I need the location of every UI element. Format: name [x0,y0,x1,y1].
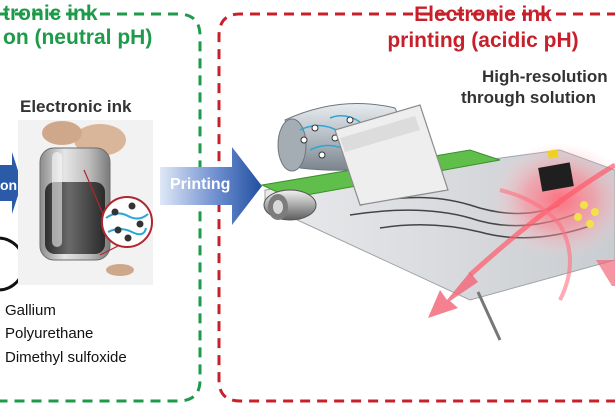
printing-arrow [160,147,262,225]
legend-gallium: Gallium [5,302,56,319]
ink-vial-photo [18,120,153,285]
left-panel-border [0,12,202,403]
ink-zoom-circle [83,169,153,256]
printer-illustration [260,103,615,341]
right-title-line1: Electronic ink [414,3,552,26]
right-panel-border [217,12,615,403]
left-arrow-fragment [0,152,22,214]
ink-label: Electronic ink [20,97,132,116]
right-subtitle-line2: through solution [461,88,597,107]
printing-arrow-label: Printing [170,176,231,193]
right-subtitle-line1: High-resolution [482,67,608,86]
legend-polyurethane: Polyurethane [5,325,94,342]
left-title-line1: tronic ink [3,2,98,25]
right-title-line2: printing (acidic pH) [387,29,579,52]
left-arrow-label: on [0,177,18,193]
left-title-line2: on (neutral pH) [3,26,153,49]
legend-dmso: Dimethyl sulfoxide [5,349,127,366]
